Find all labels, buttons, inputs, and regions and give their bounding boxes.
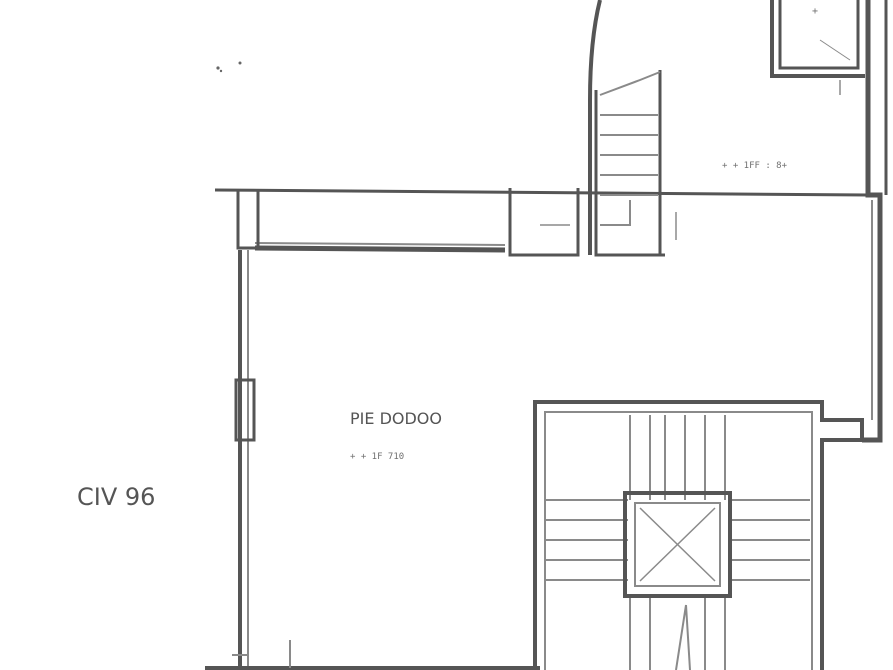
main-room-name: PIE DODOO xyxy=(350,409,442,428)
upper-partition xyxy=(214,188,869,197)
right-exterior-wall xyxy=(862,0,883,443)
upper-right-room-mark: + xyxy=(812,6,818,17)
upper-right-room: + xyxy=(770,0,865,95)
main-room-top-wall xyxy=(254,245,506,253)
outside-label: CIV 96 xyxy=(77,483,155,511)
upper-stair xyxy=(594,70,677,257)
stair-core xyxy=(533,400,864,670)
pier xyxy=(236,190,260,250)
curved-wall xyxy=(588,0,602,255)
main-room-top-wall-inner xyxy=(254,242,506,246)
closet xyxy=(508,188,580,257)
elevator-shaft xyxy=(623,491,732,598)
upper-room-area: + + 1FF : 8+ xyxy=(722,161,788,171)
main-room-area: + + 1F 710 xyxy=(350,452,404,462)
stray-marks xyxy=(216,61,242,73)
main-room-left-wall xyxy=(232,250,256,670)
